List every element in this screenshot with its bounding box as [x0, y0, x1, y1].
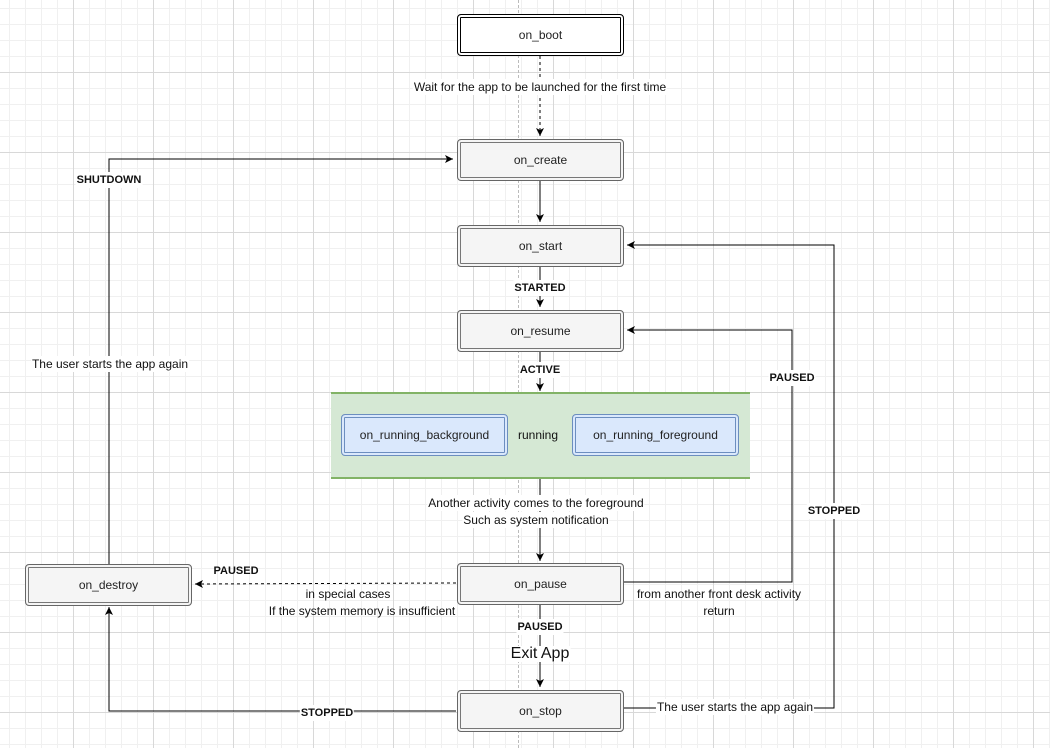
- edge-stop-to-destroy: [105, 607, 456, 712]
- stopped-to-destroy-label: STOPPED: [299, 705, 355, 721]
- paused-to-destroy-label: PAUSED: [213, 565, 259, 577]
- on-running-background-node[interactable]: on_running_background: [341, 414, 508, 456]
- on-resume-node[interactable]: on_resume: [457, 310, 624, 352]
- paused-to-stop-label: PAUSED: [516, 619, 564, 635]
- edge-pause-to-resume: [624, 326, 793, 583]
- user-restarts-right-label: The user starts the app again: [655, 699, 815, 715]
- edge-pause-to-destroy: [194, 579, 457, 588]
- paused-to-resume-label: PAUSED: [768, 370, 816, 386]
- from-front-desk-label-line1: from another front desk activity: [636, 587, 802, 601]
- on-start-node[interactable]: on_start: [457, 225, 624, 267]
- active-label: ACTIVE: [518, 362, 562, 378]
- special-cases-label-line1: in special cases: [305, 587, 391, 601]
- on-stop-node[interactable]: on_stop: [457, 690, 624, 732]
- edge-destroy-to-create: [108, 155, 453, 564]
- wait-first-launch-label: Wait for the app to be launched for the …: [412, 79, 668, 95]
- started-label: STARTED: [513, 280, 567, 296]
- stopped-to-start-label: STOPPED: [806, 503, 862, 519]
- special-cases-label-line2: If the system memory is insufficient: [268, 604, 456, 618]
- user-restarts-left-label: The user starts the app again: [30, 356, 190, 372]
- on-create-node[interactable]: on_create: [457, 139, 624, 181]
- running-label: running: [518, 428, 559, 442]
- exit-app-label: Exit App: [509, 645, 571, 662]
- on-destroy-node[interactable]: on_destroy: [25, 564, 192, 606]
- another-activity-label-line1: Another activity comes to the foreground: [427, 495, 645, 511]
- from-front-desk-label-line2: return: [703, 604, 735, 618]
- on-running-foreground-node[interactable]: on_running_foreground: [572, 414, 739, 456]
- on-pause-node[interactable]: on_pause: [457, 563, 624, 605]
- center-guide-line: [518, 0, 519, 748]
- on-boot-node[interactable]: on_boot: [457, 14, 624, 56]
- another-activity-label-line2: Such as system notification: [462, 512, 610, 528]
- shutdown-label: SHUTDOWN: [75, 172, 143, 188]
